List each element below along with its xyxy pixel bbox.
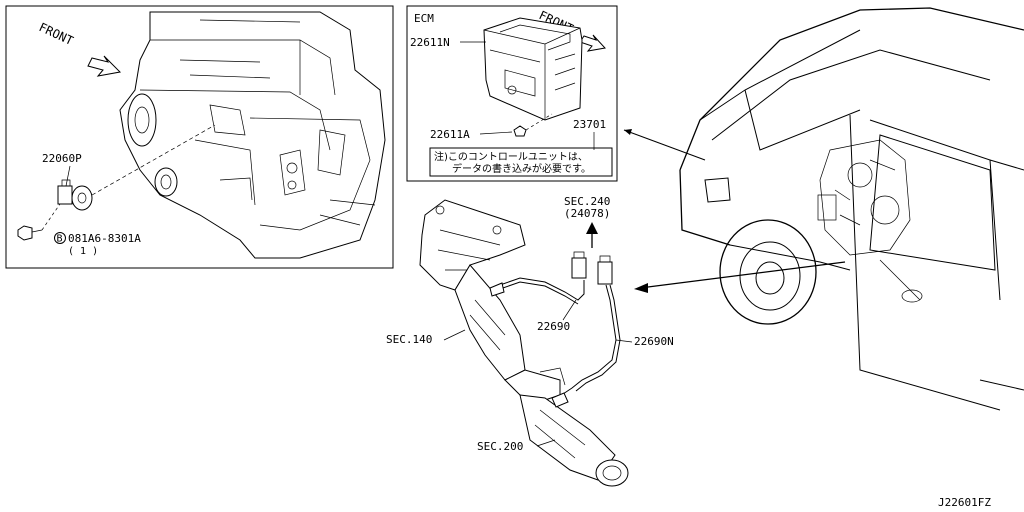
- sec240-label: SEC.240: [564, 195, 610, 208]
- ecm-unit-illustration: [483, 17, 583, 121]
- part-number-bolt: 081A6-8301A: [68, 232, 141, 245]
- upstream-o2-sensor: [489, 251, 587, 305]
- part-number-22060P: 22060P: [42, 152, 82, 165]
- engine-front-label: FRONT: [37, 20, 76, 48]
- part-number-22611N: 22611N: [410, 36, 450, 49]
- engine-panel: FRONT: [5, 5, 394, 269]
- part-number-23701: 23701: [573, 118, 606, 131]
- vehicle-engine-bay: [817, 139, 923, 303]
- part-number-22690N: 22690N: [634, 335, 674, 348]
- part-number-22690: 22690: [537, 320, 570, 333]
- ecm-front-arrow-icon: [579, 34, 606, 52]
- ecm-panel: ECM FRONT 22611N 22611A 23701 注)この: [406, 5, 618, 182]
- vehicle-illustration: [679, 7, 1024, 411]
- exhaust-manifold-illustration: [419, 199, 629, 487]
- ecm-title: ECM: [414, 12, 434, 25]
- bolt-illustration: [17, 203, 61, 241]
- sec240-reference: (24078): [564, 207, 610, 220]
- bolt-quantity: ( 1 ): [68, 246, 98, 257]
- ecm-note-box: [429, 147, 613, 177]
- ecm-location-arrow: [623, 129, 706, 161]
- knock-sensor-illustration: [57, 124, 216, 211]
- sensor-location-arrow: [634, 261, 846, 293]
- sec200-label: SEC.200: [477, 440, 523, 453]
- downstream-o2-sensor: [551, 255, 621, 408]
- engine-panel-frame: [5, 5, 394, 269]
- sec140-label: SEC.140: [386, 333, 432, 346]
- bolt-circle-letter: B: [57, 234, 63, 245]
- ecm-panel-frame: [406, 5, 618, 182]
- engine-front-arrow-icon: [87, 55, 122, 77]
- ecm-screw-illustration: [513, 113, 553, 137]
- ecm-note-line-1: 注)このコントロールユニットは、: [434, 150, 588, 163]
- sec240-arrow-icon: [586, 222, 598, 248]
- ecm-note-line-2: データの書き込みが必要です。: [452, 162, 591, 175]
- part-number-22611A: 22611A: [430, 128, 470, 141]
- diagram-code: J22601FZ: [938, 496, 991, 509]
- bolt-part-label: B 081A6-8301A ( 1 ): [54, 232, 141, 257]
- engine-block-illustration: [119, 11, 386, 259]
